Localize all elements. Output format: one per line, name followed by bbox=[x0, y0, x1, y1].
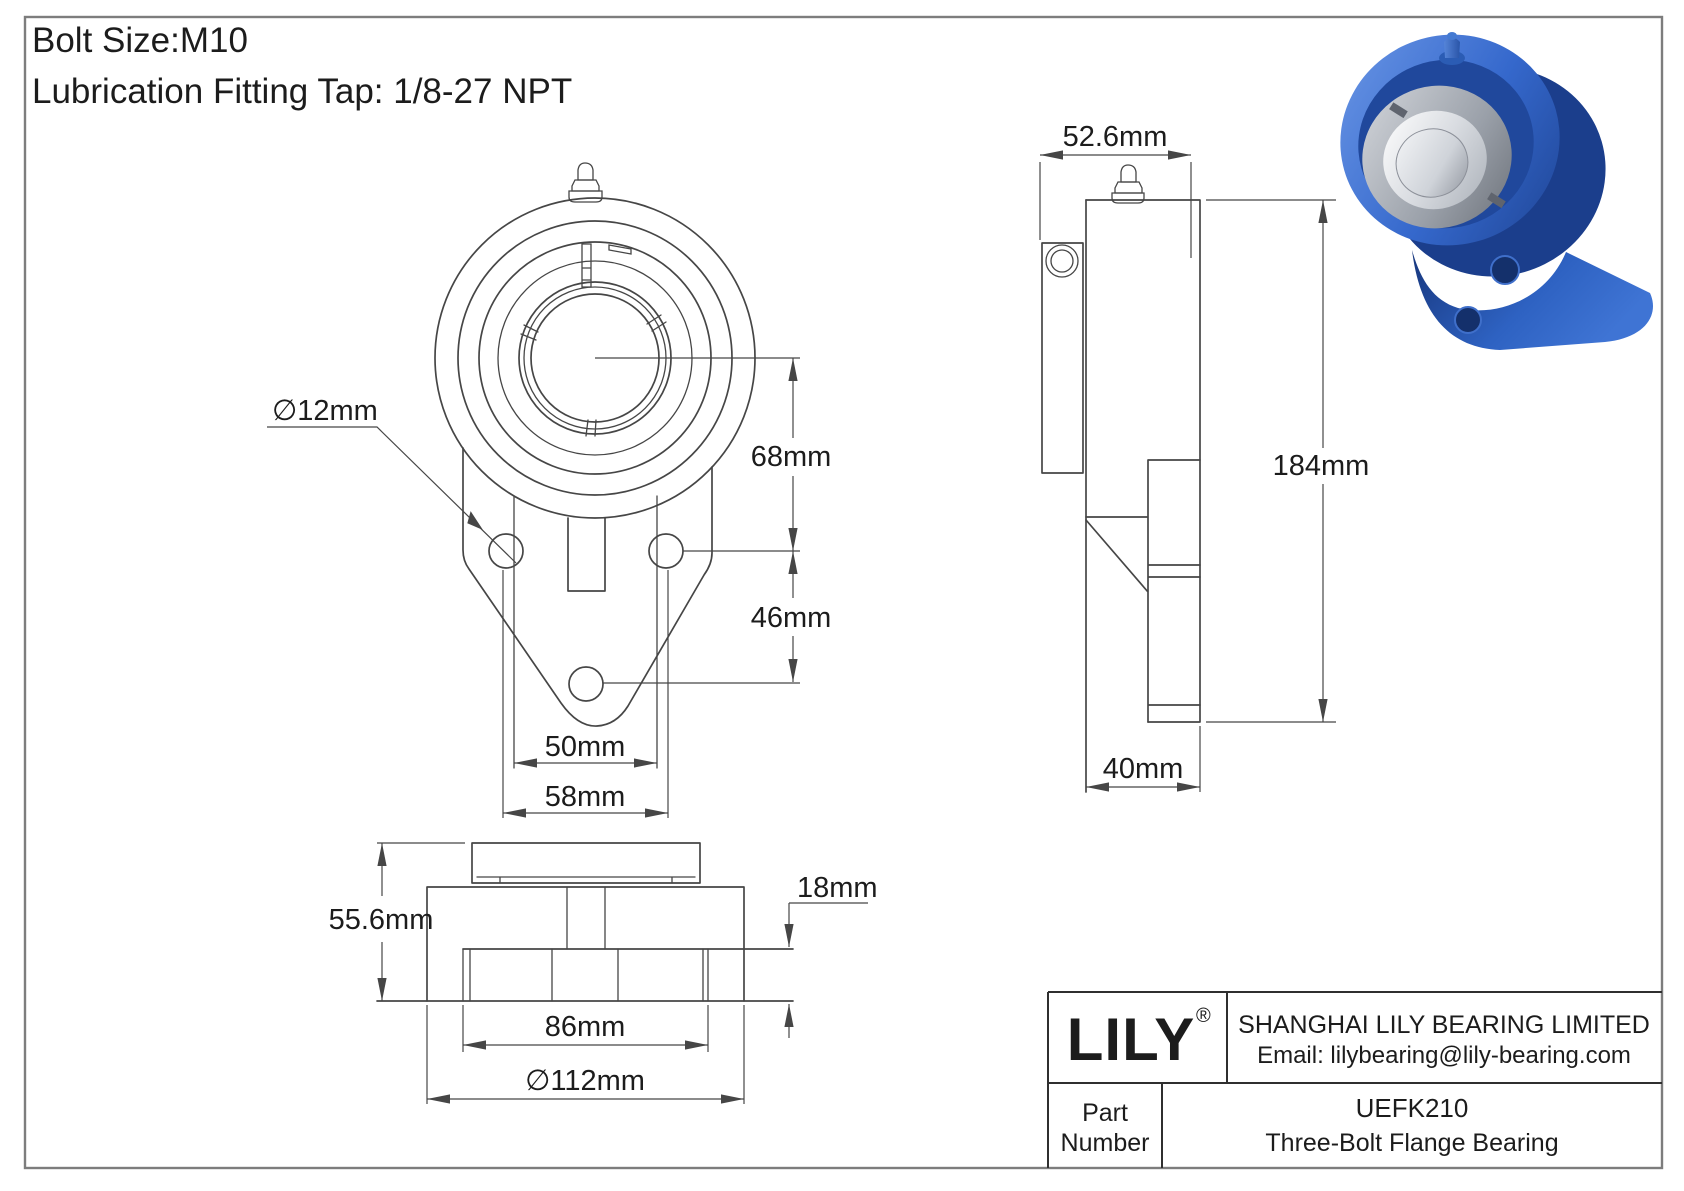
grease-fitting-side-icon bbox=[1111, 164, 1145, 204]
flange-hole-side bbox=[1045, 244, 1079, 278]
header: Bolt Size:M10 Lubrication Fitting Tap: 1… bbox=[32, 21, 572, 111]
company-logo: LILY bbox=[1067, 1006, 1195, 1073]
keyway-slot bbox=[581, 243, 592, 288]
side-body-outline bbox=[1085, 199, 1201, 723]
side-body-details bbox=[1085, 459, 1201, 723]
hub-skirt-lines bbox=[462, 948, 709, 1002]
title-block-grid bbox=[1047, 991, 1662, 1168]
bottom-view: 55.6mm 18mm 86mm ∅112mm bbox=[329, 842, 878, 1104]
side-view: 52.6mm 184mm 40mm bbox=[1039, 121, 1370, 793]
dim-bolt-spacing: 58mm bbox=[545, 781, 626, 813]
cast-rib bbox=[567, 517, 606, 592]
dim-overall-width: 52.6mm bbox=[1063, 121, 1168, 153]
bottom-rib bbox=[566, 886, 606, 950]
drawing-border bbox=[23, 15, 1664, 1170]
dim-overall-height: 184mm bbox=[1273, 450, 1370, 482]
bottom-body-rect bbox=[426, 886, 745, 1002]
part-number-label-line1: Part bbox=[1082, 1099, 1128, 1127]
leader-arrow bbox=[467, 511, 483, 530]
leader-line bbox=[267, 426, 517, 564]
dim-bottom-height: 55.6mm bbox=[329, 904, 434, 936]
dim-boss-width: 50mm bbox=[545, 731, 626, 763]
dim-flange-diameter: ∅112mm bbox=[525, 1065, 645, 1097]
dim-housing-depth: 40mm bbox=[1103, 753, 1184, 785]
part-number-value: UEFK210 bbox=[1356, 1093, 1469, 1123]
company-email: Email: lilybearing@lily-bearing.com bbox=[1257, 1042, 1631, 1069]
render-bolt-hole-2 bbox=[1454, 306, 1482, 334]
dim-hub-protrusion: 18mm bbox=[797, 872, 878, 904]
dim-base-width: 86mm bbox=[545, 1011, 626, 1043]
dim-bolt-hole-diameter: ∅12mm bbox=[272, 395, 378, 427]
locking-tab bbox=[608, 244, 632, 255]
flange-outline bbox=[462, 447, 713, 727]
bolt-hole-right bbox=[648, 533, 684, 569]
title-block: LILY ® SHANGHAI LILY BEARING LIMITED Ema… bbox=[1047, 991, 1662, 1168]
flange-plate-side bbox=[1041, 242, 1084, 474]
dim-center-height: 68mm bbox=[751, 441, 832, 473]
render-grease-nipple bbox=[1444, 37, 1460, 58]
render-bore bbox=[1395, 128, 1469, 198]
flange-edge-rect bbox=[471, 842, 701, 884]
part-number-label-line2: Number bbox=[1061, 1129, 1150, 1157]
render-bolt-hole-1 bbox=[1490, 255, 1520, 285]
bolt-size-note: Bolt Size:M10 bbox=[32, 21, 248, 60]
registered-trademark-icon: ® bbox=[1196, 1005, 1211, 1027]
bolt-hole-left bbox=[488, 533, 524, 569]
insert-notches bbox=[520, 314, 667, 437]
grease-fitting-icon bbox=[568, 162, 603, 203]
lubrication-fitting-note: Lubrication Fitting Tap: 1/8-27 NPT bbox=[32, 72, 572, 111]
bolt-hole-bottom bbox=[568, 666, 604, 702]
part-description: Three-Bolt Flange Bearing bbox=[1265, 1129, 1558, 1157]
front-view: ∅12mm 68mm 46mm 50mm 58mm bbox=[267, 162, 832, 818]
company-name: SHANGHAI LILY BEARING LIMITED bbox=[1238, 1011, 1650, 1039]
dim-hole-offset: 46mm bbox=[751, 602, 832, 634]
product-render-3d bbox=[1340, 32, 1653, 350]
